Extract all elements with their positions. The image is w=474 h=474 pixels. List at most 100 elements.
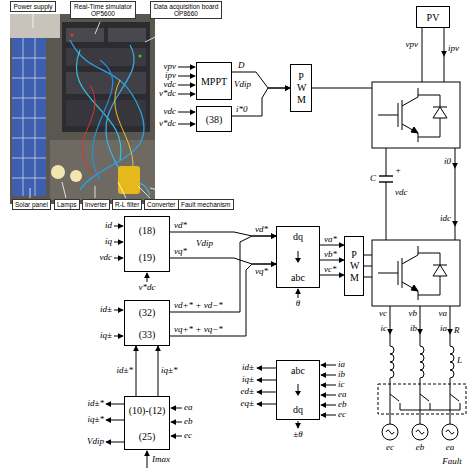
edge-label: vd+* + vd−* <box>174 301 223 310</box>
signal-label: ea <box>338 390 347 399</box>
callout-box: Lamps <box>54 199 80 210</box>
photo-lamp <box>51 165 65 179</box>
signal-arrow <box>232 88 290 116</box>
equation-block: (32)(33) <box>124 300 170 346</box>
pwm-block: PWM <box>344 236 364 296</box>
signal-label: ic <box>338 380 345 389</box>
signal-label: v*dc <box>159 89 176 98</box>
edge-label: vb* <box>324 250 337 259</box>
signal-arrow <box>320 260 344 261</box>
signal-label: ipv <box>448 44 459 53</box>
transform-block: dqabc <box>276 226 320 288</box>
node-text: Power supply <box>13 3 52 10</box>
voltage-source <box>382 424 458 440</box>
inverter-box <box>372 240 460 306</box>
signal-label: ec <box>338 410 346 419</box>
node-text: (25) <box>139 431 156 442</box>
leader-lines <box>30 13 190 198</box>
signal-label: ec <box>184 431 192 440</box>
node-text: Solar panel <box>15 201 48 208</box>
callout-box: Power supply <box>10 1 56 12</box>
edge-label: vq+* + vq−* <box>174 325 223 334</box>
transform-block: abc dq <box>276 360 320 420</box>
photo-cable <box>92 60 112 180</box>
signal-label: eb <box>338 400 347 409</box>
signal-label: eq± <box>241 399 254 408</box>
signal-arrow <box>158 346 159 396</box>
signal-label: iq± <box>242 375 254 384</box>
signal-label: id± <box>242 363 254 372</box>
signal-label: id± <box>100 305 112 314</box>
node-text: PV <box>427 12 440 23</box>
signal-arrow <box>320 245 344 246</box>
node-text: Fault mechanism <box>181 201 231 208</box>
photo-meter <box>118 166 140 194</box>
node-text: Converter <box>147 201 176 208</box>
signal-label: θ <box>296 299 300 308</box>
signal-label: vc <box>379 309 387 318</box>
signal-label: + <box>395 166 401 175</box>
signal-arrow <box>136 346 137 396</box>
signal-label: va <box>439 309 448 318</box>
node-text: Data acquisition board OP8660 <box>153 3 219 17</box>
node-text: (32) <box>139 307 156 318</box>
node-text: abc <box>291 272 305 283</box>
equation-block: (18)(19) <box>124 216 170 272</box>
signal-label: ec <box>386 443 394 452</box>
signal-label: ib <box>338 370 345 379</box>
panel-grid <box>12 38 46 196</box>
equation-block: (10)-(12)(25) <box>124 396 170 450</box>
signal-label: idc <box>440 214 451 223</box>
photo-lamp <box>70 170 82 182</box>
capacitor-symbol <box>379 176 393 182</box>
signal-label: vq* <box>255 267 268 276</box>
node-text: (19) <box>139 252 156 263</box>
igbt-symbol <box>378 88 447 142</box>
signal-label: id <box>105 221 112 230</box>
signal-label: L <box>457 356 462 365</box>
signal-arrow <box>232 72 290 88</box>
pwm-block: PWM <box>290 64 312 112</box>
signal-label: iq± <box>100 331 112 340</box>
signal-label: Vdip <box>196 239 213 248</box>
edge-label: va* <box>324 235 337 244</box>
photo-bench <box>50 140 155 200</box>
photo-light <box>139 55 142 58</box>
edge-label: vd* <box>174 221 187 230</box>
fault-switches <box>390 394 460 410</box>
node-text: abc <box>291 365 305 376</box>
photo-cable <box>82 85 95 175</box>
signal-label: vpv <box>164 62 177 71</box>
signal-label: ±θ <box>293 430 302 439</box>
edge-label: id±* <box>117 366 133 375</box>
arrow-shaft <box>298 384 299 392</box>
signal-label: ed± <box>241 387 254 396</box>
signal-label: ic <box>381 324 388 333</box>
arrow-symbol <box>294 384 302 396</box>
signal-label: ia <box>440 324 447 333</box>
edge-label: vc* <box>324 265 337 274</box>
signal-label: vdc <box>100 253 113 262</box>
signal-label: Vdip <box>234 80 251 89</box>
edge-label: D <box>238 61 245 70</box>
signal-label: eb <box>184 417 193 426</box>
signal-label: vdc <box>164 80 177 89</box>
callout-box: Real-Time simulator OP5600 <box>70 1 136 19</box>
callout-box: Converter <box>144 199 179 210</box>
signal-label: iq±* <box>88 415 104 424</box>
photo-device <box>66 28 104 42</box>
signal-label: ia <box>338 360 345 369</box>
arrow-head <box>295 258 301 263</box>
node-text: dq <box>293 404 303 415</box>
edge-label: i*0 <box>236 105 248 114</box>
signal-label: Imax <box>152 455 170 464</box>
signal-arrows <box>106 28 455 468</box>
callout-box: R-L filter <box>112 199 142 210</box>
signal-label: ea <box>184 403 193 412</box>
signal-arrow <box>170 236 276 312</box>
converter-box <box>372 82 460 148</box>
callout-box: Fault mechanism <box>178 199 234 210</box>
signal-label: ib <box>410 324 417 333</box>
node-text: PWM <box>297 71 305 106</box>
